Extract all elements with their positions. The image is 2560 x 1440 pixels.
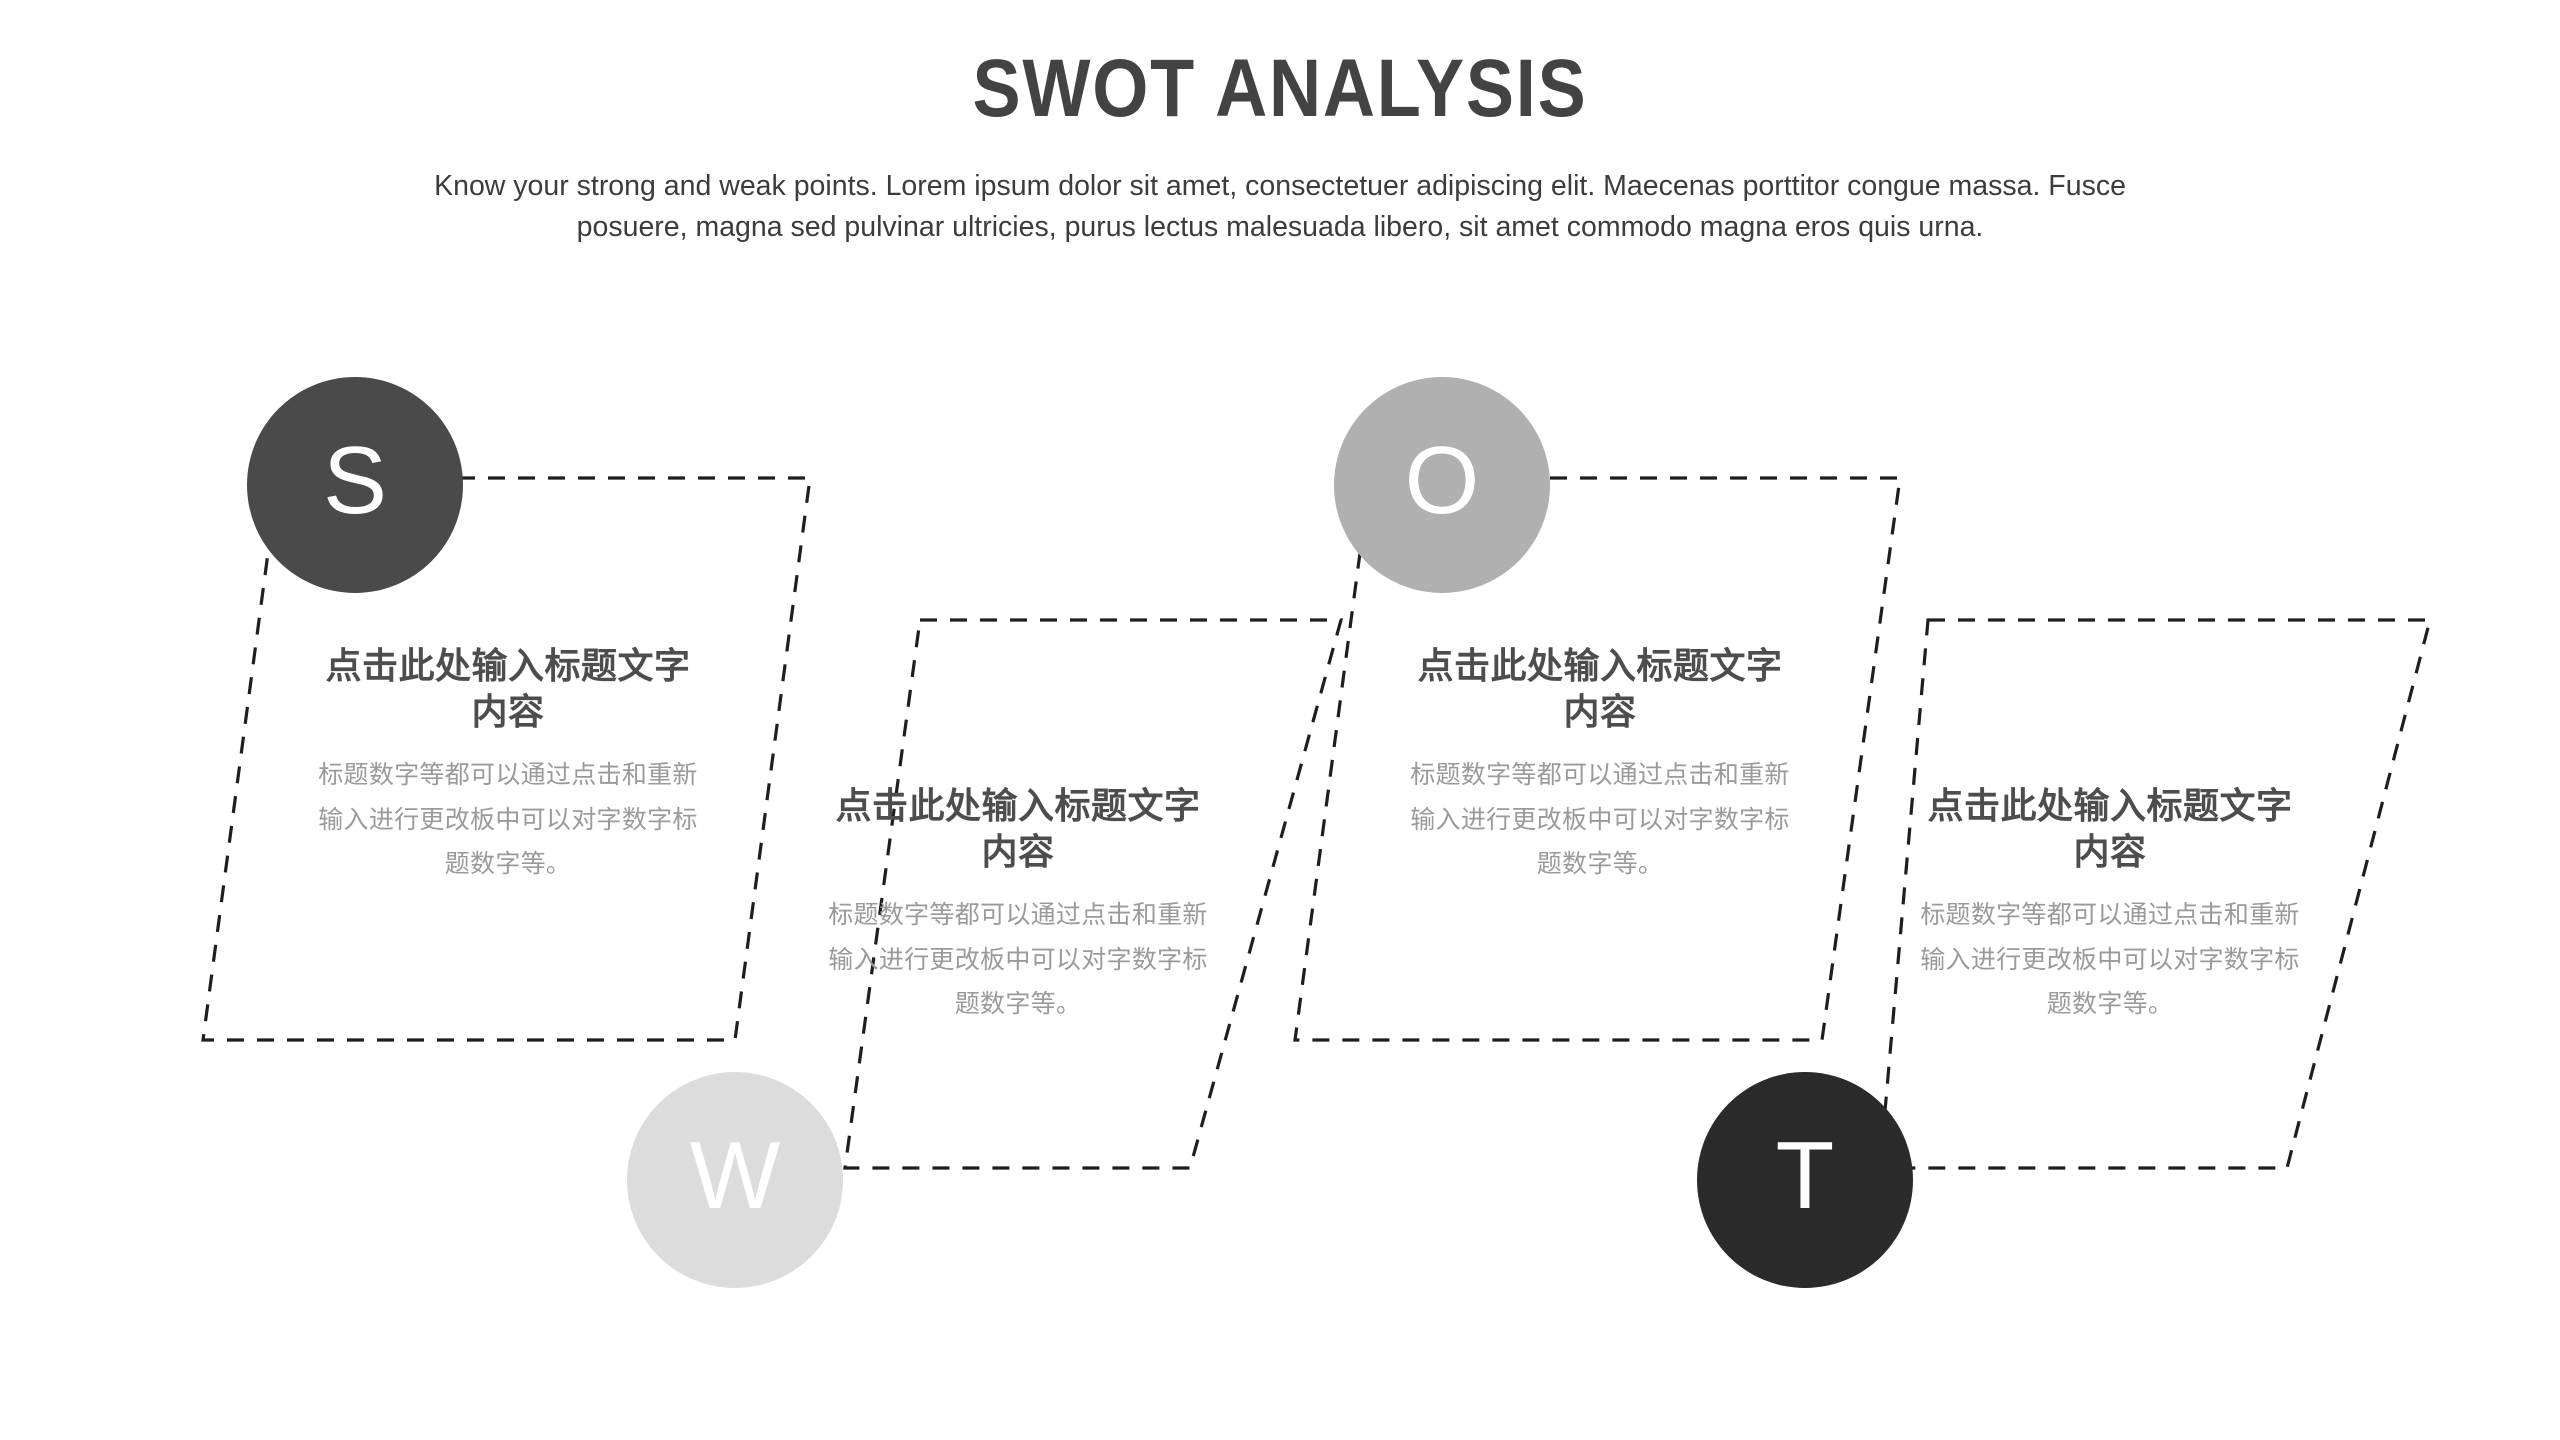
panel-heading-strengths: 点击此处输入标题文字内容 xyxy=(325,645,691,733)
panel-body-threats: 标题数字等都可以通过点击和重新输入进行更改板中可以对字数字标题数字等。 xyxy=(1920,901,2300,1019)
page-subtitle: Know your strong and weak points. Lorem … xyxy=(340,166,2220,248)
subtitle-line-1: Know your strong and weak points. Lorem … xyxy=(434,170,2126,202)
panel-heading-weaknesses: 点击此处输入标题文字内容 xyxy=(835,785,1201,873)
badge-letter-weaknesses: W xyxy=(689,1122,781,1229)
panel-weaknesses: 点击此处输入标题文字内容 标题数字等都可以通过点击和重新输入进行更改板中可以对字… xyxy=(828,783,1208,1027)
panel-opportunities: 点击此处输入标题文字内容 标题数字等都可以通过点击和重新输入进行更改板中可以对字… xyxy=(1410,643,1790,887)
parallelogram-weaknesses xyxy=(843,618,1344,1170)
badge-opportunities[interactable]: O xyxy=(1334,377,1550,593)
panel-body-strengths: 标题数字等都可以通过点击和重新输入进行更改板中可以对字数字标题数字等。 xyxy=(318,761,698,879)
badge-threats[interactable]: T xyxy=(1697,1072,1913,1288)
parallelogram-opportunities xyxy=(1293,476,1902,1042)
badge-strengths[interactable]: S xyxy=(247,377,463,593)
panel-body-weaknesses: 标题数字等都可以通过点击和重新输入进行更改板中可以对字数字标题数字等。 xyxy=(828,901,1208,1019)
panel-heading-threats: 点击此处输入标题文字内容 xyxy=(1927,785,2293,873)
parallelogram-threats xyxy=(1878,618,2433,1170)
panel-threats: 点击此处输入标题文字内容 标题数字等都可以通过点击和重新输入进行更改板中可以对字… xyxy=(1920,783,2300,1027)
panel-heading-opportunities: 点击此处输入标题文字内容 xyxy=(1417,645,1783,733)
panel-strengths: 点击此处输入标题文字内容 标题数字等都可以通过点击和重新输入进行更改板中可以对字… xyxy=(318,643,698,887)
badge-letter-strengths: S xyxy=(322,427,388,534)
subtitle-line-2: posuere, magna sed pulvinar ultricies, p… xyxy=(576,211,1984,244)
badge-letter-opportunities: O xyxy=(1404,427,1480,534)
badge-weaknesses[interactable]: W xyxy=(627,1072,843,1288)
page-title: SWOT ANALYSIS xyxy=(972,43,1588,134)
badge-letter-threats: T xyxy=(1775,1122,1835,1229)
panel-body-opportunities: 标题数字等都可以通过点击和重新输入进行更改板中可以对字数字标题数字等。 xyxy=(1410,761,1790,879)
